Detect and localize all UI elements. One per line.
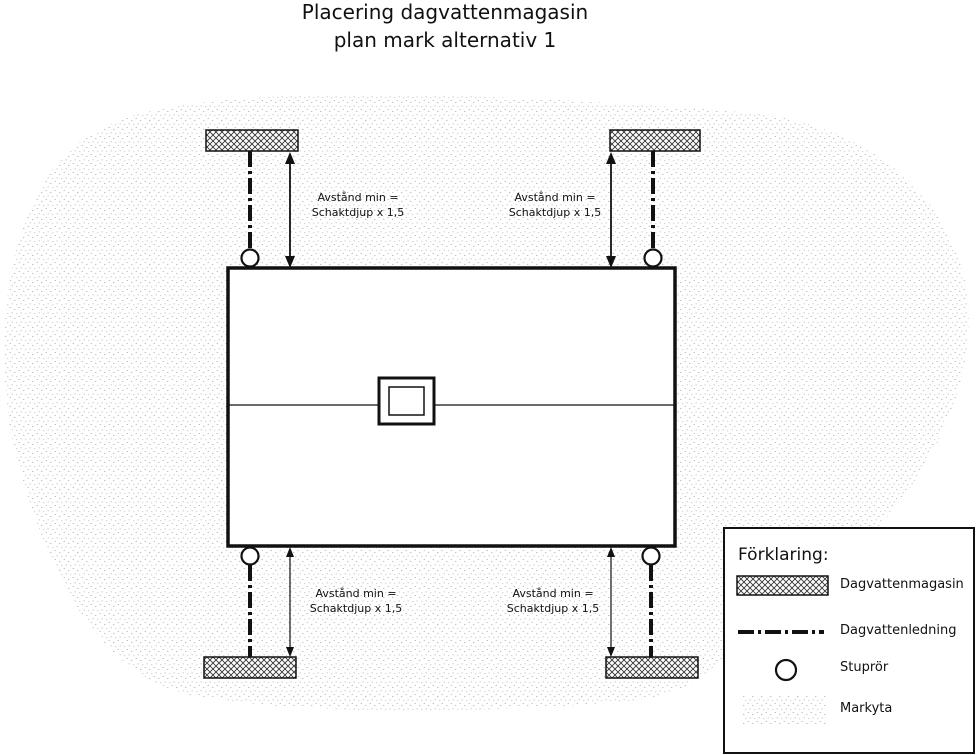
annotation-bottom-left-line2: Schaktdjup x 1,5: [309, 602, 403, 615]
annotation-top-right: Avstånd min = Schaktdjup x 1,5: [495, 190, 615, 220]
diagram-title-line1: Placering dagvattenmagasin: [301, 0, 589, 24]
building-outline: [226, 266, 677, 548]
annotation-bottom-right-line1: Avstånd min =: [512, 587, 594, 600]
legend-swatch-downpipe: [774, 658, 798, 682]
annotation-top-left: Avstånd min = Schaktdjup x 1,5: [298, 190, 418, 220]
annotation-top-left-line2: Schaktdjup x 1,5: [311, 206, 405, 219]
stormwater-magazine-bottom-right: [605, 656, 699, 679]
stormwater-magazine-top-right: [609, 129, 701, 152]
annotation-bottom-right: Avstånd min = Schaktdjup x 1,5: [493, 586, 613, 616]
annotation-bottom-right-line2: Schaktdjup x 1,5: [506, 602, 600, 615]
annotation-bottom-left-line1: Avstånd min =: [315, 587, 397, 600]
legend-swatch-ground: [742, 696, 826, 726]
downpipe-bottom-left: [240, 546, 260, 566]
downpipe-top-right: [643, 248, 663, 268]
downpipe-bottom-right: [641, 546, 661, 566]
stormwater-magazine-bottom-left: [203, 656, 297, 679]
stormwater-magazine-top-left: [205, 129, 299, 152]
diagram-title-line2: plan mark alternativ 1: [333, 28, 557, 52]
legend-label-ground: Markyta: [840, 701, 893, 716]
annotation-top-right-line1: Avstånd min =: [514, 191, 596, 204]
annotation-top-left-line1: Avstånd min =: [317, 191, 399, 204]
legend-title: Förklaring:: [738, 545, 829, 565]
annotation-bottom-left: Avstånd min = Schaktdjup x 1,5: [296, 586, 416, 616]
legend-swatch-magazine: [736, 575, 829, 596]
distance-arrow-top-left: [285, 152, 295, 268]
distance-arrow-bottom-left: [286, 547, 294, 657]
roof-hatch-inner: [388, 386, 425, 416]
annotation-top-right-line2: Schaktdjup x 1,5: [508, 206, 602, 219]
distance-arrow-top-right: [606, 152, 616, 268]
legend-label-magazine: Dagvattenmagasin: [840, 577, 964, 592]
distance-arrow-bottom-right: [607, 547, 615, 657]
downpipe-top-left: [240, 248, 260, 268]
legend-label-downpipe: Stuprör: [840, 660, 889, 675]
legend-label-pipe: Dagvattenledning: [840, 623, 957, 638]
